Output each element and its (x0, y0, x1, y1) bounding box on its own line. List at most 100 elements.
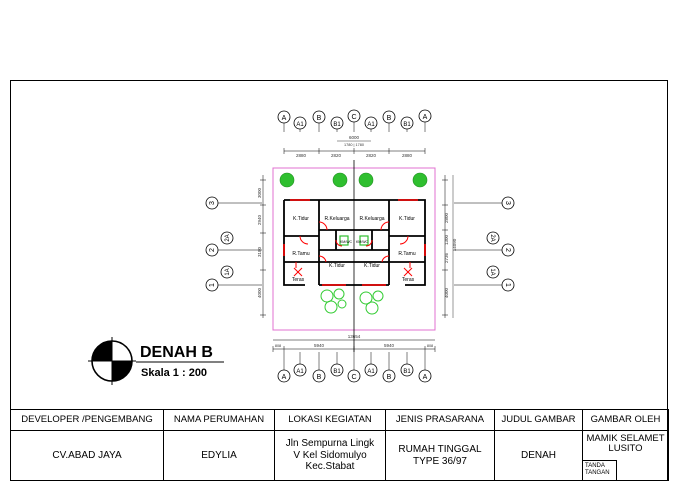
grid-bubble-top-8: B1 (400, 116, 414, 130)
svg-text:B1: B1 (333, 122, 341, 128)
svg-text:2880: 2880 (402, 153, 413, 158)
grid-bubble-left-1: 1 (205, 278, 219, 292)
grid-bubble-right-2a: 2A (486, 231, 500, 245)
location-value: Jln Sempurna Lingk V Kel Sidomulyo Kec.S… (274, 430, 386, 481)
doors (283, 199, 426, 286)
drawn-by-name: MAMIK SELAMET LUSITO (583, 433, 668, 455)
location-line: Jln Sempurna Lingk (285, 438, 375, 450)
svg-text:1A: 1A (489, 268, 495, 275)
right-grid-bubbles: 3 2 2A 1 1A (454, 196, 515, 292)
svg-text:808: 808 (427, 344, 433, 348)
drawn-by-value: MAMIK SELAMET LUSITO TANDA TANGAN (582, 430, 669, 481)
location-line: Kec.Stabat (305, 461, 355, 473)
header-developer: DEVELOPER /PENGEMBANG (10, 409, 164, 431)
svg-text:A1: A1 (367, 369, 375, 375)
left-dimensions: 3000 2940 3180 4000 (257, 175, 266, 318)
svg-text:A: A (282, 115, 287, 122)
grid-bubble-top-1: A (277, 110, 291, 124)
svg-text:1: 1 (209, 283, 216, 287)
svg-text:2: 2 (209, 248, 216, 252)
grid-bubble-top-3: B (312, 110, 326, 124)
svg-text:3000: 3000 (257, 187, 262, 198)
grid-bubble-bottom-7: B (382, 369, 396, 383)
svg-text:A1: A1 (296, 122, 304, 128)
svg-text:2820: 2820 (366, 153, 377, 158)
header-housing: NAMA PERUMAHAN (163, 409, 275, 431)
svg-text:3180: 3180 (257, 246, 262, 257)
type-line: RUMAH TINGGAL (398, 444, 482, 455)
drawn-by-line: MAMIK SELAMET (586, 433, 665, 444)
svg-text:13654: 13654 (348, 334, 361, 339)
svg-text:5940: 5940 (384, 343, 395, 348)
room-label: R.Tamu (292, 251, 309, 257)
room-label: Teras (402, 277, 415, 283)
room-label: R.Tamu (398, 251, 415, 257)
grid-bubble-right-3: 3 (501, 196, 515, 210)
svg-text:2736: 2736 (444, 252, 449, 263)
svg-text:1300: 1300 (444, 234, 449, 245)
svg-text:2820: 2820 (331, 153, 342, 158)
grid-bubble-left-2a: 2A (220, 231, 234, 245)
room-label: K.Tidur (364, 263, 380, 269)
grid-bubble-bottom-5: C (347, 369, 361, 383)
title-block-table: DEVELOPER /PENGEMBANG NAMA PERUMAHAN LOK… (10, 409, 669, 481)
grid-bubble-top-7: B (382, 110, 396, 124)
svg-text:2A: 2A (489, 234, 495, 241)
svg-text:2940: 2940 (257, 214, 262, 225)
room-label: K.Tidur (329, 263, 345, 269)
svg-text:1780 | 1780: 1780 | 1780 (344, 143, 364, 147)
drawing-title-value: DENAH (494, 430, 583, 481)
svg-text:2800: 2800 (444, 212, 449, 223)
developer-value: CV.ABAD JAYA (10, 430, 164, 481)
room-label: K.Tidur (293, 216, 309, 222)
header-drawing-title: JUDUL GAMBAR (494, 409, 583, 431)
top-dimensions: 6000 1780 | 1780 2880 2820 2820 2880 (283, 135, 426, 158)
svg-text:A: A (423, 374, 428, 381)
grid-bubble-top-2: A1 (293, 116, 307, 130)
bathroom-fixtures (339, 235, 369, 246)
room-label: K.Tidur (399, 216, 415, 222)
svg-text:1: 1 (504, 283, 511, 287)
svg-text:B: B (317, 115, 322, 122)
shrubs-front (320, 288, 384, 315)
svg-text:A1: A1 (296, 369, 304, 375)
grid-bubble-top-6: A1 (364, 116, 378, 130)
svg-text:4000: 4000 (257, 287, 262, 298)
grid-bubble-right-2: 2 (501, 243, 515, 257)
svg-text:B: B (387, 115, 392, 122)
section-symbol-icon (88, 337, 136, 385)
svg-text:5940: 5940 (314, 343, 325, 348)
top-grid-bubbles: A A1 B B1 C A1 B B1 A (277, 109, 432, 132)
header-location: LOKASI KEGIATAN (274, 409, 386, 431)
header-type: JENIS PRASARANA (385, 409, 495, 431)
type-value: RUMAH TINGGAL TYPE 36/97 (385, 430, 495, 481)
svg-text:B1: B1 (403, 122, 411, 128)
type-line: TYPE 36/97 (413, 455, 467, 467)
shrub-icon (372, 290, 384, 302)
trees-top (279, 172, 428, 188)
room-label: R.Keluarga (324, 216, 349, 222)
signature-label: TANGAN (585, 470, 610, 477)
shrub-icon (359, 291, 373, 305)
svg-text:B1: B1 (333, 369, 341, 375)
svg-text:B1: B1 (403, 369, 411, 375)
svg-text:2880: 2880 (296, 153, 307, 158)
room-label: Teras (292, 277, 305, 283)
bottom-grid-bubbles: A A1 B B1 C A1 B B1 A (277, 352, 432, 383)
svg-text:1A: 1A (225, 268, 231, 275)
svg-text:3: 3 (504, 201, 511, 205)
grid-bubble-bottom-6: A1 (364, 363, 378, 377)
room-label: KM/WC (340, 240, 353, 244)
shrub-icon (324, 300, 338, 314)
svg-text:4000: 4000 (444, 287, 449, 298)
drawn-by-line: LUSITO (608, 443, 643, 455)
svg-text:2A: 2A (225, 234, 231, 241)
svg-text:14090: 14090 (452, 238, 457, 251)
shrub-icon (337, 299, 347, 309)
svg-text:2: 2 (504, 248, 511, 252)
signature-box: TANDA TANGAN (583, 460, 617, 480)
left-grid-bubbles: 3 2 2A 1 1A (205, 196, 262, 292)
svg-text:C: C (351, 114, 356, 121)
shrub-icon (365, 301, 379, 315)
building-walls (283, 199, 426, 286)
